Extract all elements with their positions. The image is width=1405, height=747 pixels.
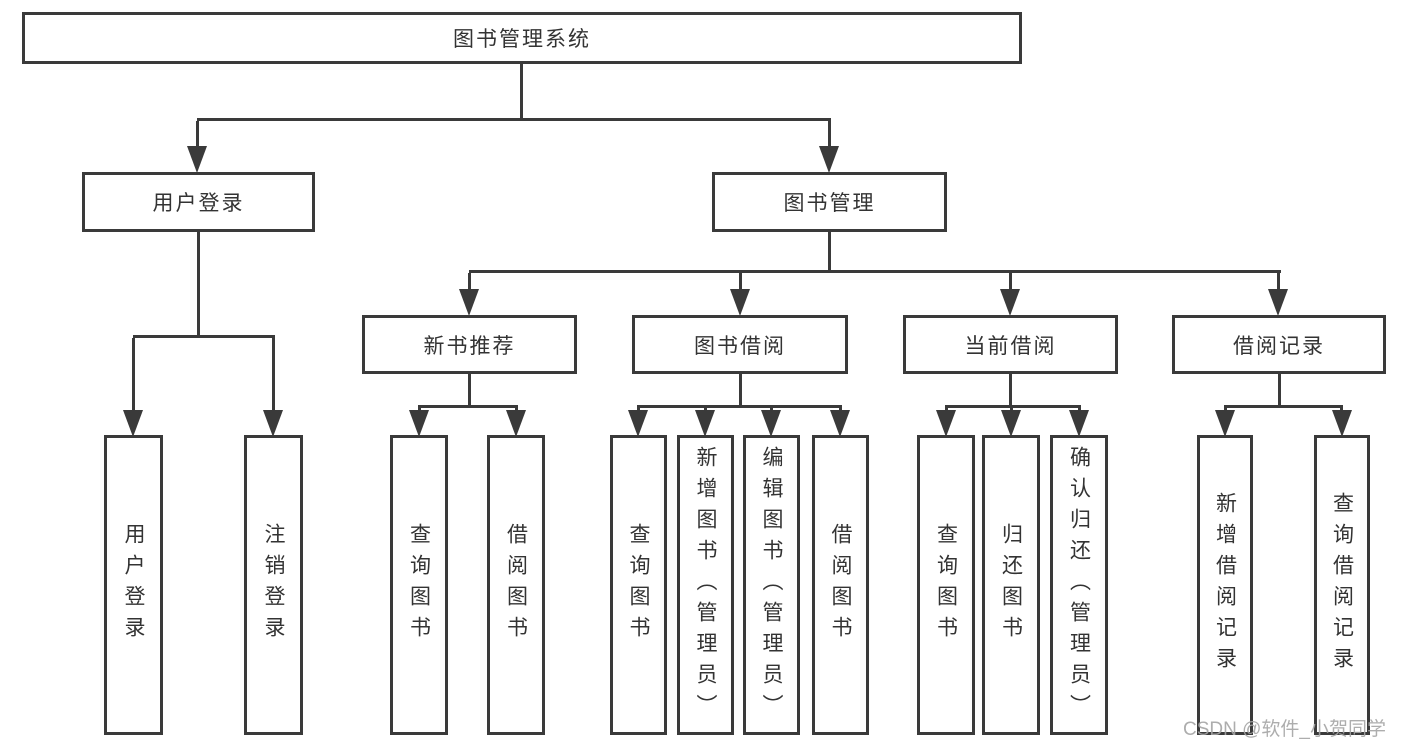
connector-vline	[1009, 374, 1012, 408]
connector-vline	[1340, 405, 1343, 413]
arrow-down-icon	[936, 410, 956, 437]
leaf-label: 借阅图书	[829, 523, 852, 647]
arrow-down-icon	[830, 410, 850, 437]
node-borrowing-records-label: 借阅记录	[1233, 334, 1325, 358]
node-book-management: 图书管理	[712, 172, 947, 232]
arrow-down-icon	[1215, 410, 1235, 437]
leaf-query-books-2: 查询图书	[610, 435, 667, 735]
connector-vline	[945, 405, 948, 413]
connector-vline	[1277, 273, 1280, 291]
node-root: 图书管理系统	[22, 12, 1022, 64]
connector-vline	[520, 64, 523, 121]
leaf-label: 注销登录	[262, 523, 285, 647]
csdn-watermark: CSDN @软件_小贺同学	[1183, 719, 1386, 740]
leaf-logout: 注销登录	[244, 435, 303, 735]
leaf-query-books-3: 查询图书	[917, 435, 975, 735]
arrow-down-icon	[1000, 289, 1020, 316]
connector-vline	[468, 273, 471, 291]
node-current-borrowing: 当前借阅	[903, 315, 1118, 374]
connector-vline	[704, 405, 707, 413]
node-new-book-recommend-label: 新书推荐	[423, 334, 516, 358]
connector-vline	[1278, 374, 1281, 408]
connector-hline	[1224, 405, 1343, 408]
leaf-label: 新增图书（管理员）	[694, 445, 717, 725]
connector-hline	[133, 335, 275, 338]
leaf-query-borrow-record: 查询借阅记录	[1314, 435, 1370, 735]
leaf-label: 确认归还（管理员）	[1067, 445, 1091, 725]
arrow-down-icon	[730, 289, 750, 316]
leaf-add-borrow-record: 新增借阅记录	[1197, 435, 1253, 735]
node-borrowing-records: 借阅记录	[1172, 315, 1386, 374]
leaf-add-book-admin: 新增图书（管理员）	[677, 435, 734, 735]
leaf-confirm-return-admin: 确认归还（管理员）	[1050, 435, 1108, 735]
connector-vline	[770, 405, 773, 413]
leaf-label: 借阅图书	[504, 523, 528, 647]
arrow-down-icon	[628, 410, 648, 437]
arrow-down-icon	[187, 146, 207, 173]
connector-vline	[196, 121, 199, 148]
connector-vline	[272, 338, 275, 412]
node-new-book-recommend: 新书推荐	[362, 315, 577, 374]
connector-vline	[828, 232, 831, 273]
connector-hline	[197, 118, 831, 121]
node-book-borrowing-label: 图书借阅	[694, 334, 786, 358]
node-book-management-label: 图书管理	[783, 192, 876, 215]
leaf-label: 用户登录	[122, 523, 145, 647]
node-root-label: 图书管理系统	[453, 28, 591, 51]
leaf-edit-book-admin: 编辑图书（管理员）	[743, 435, 800, 735]
arrow-down-icon	[263, 410, 283, 437]
connector-hline	[945, 405, 1081, 408]
connector-vline	[839, 405, 842, 413]
connector-vline	[1078, 405, 1081, 413]
connector-vline	[197, 232, 200, 338]
connector-vline	[418, 405, 421, 413]
connector-hline	[637, 405, 842, 408]
arrow-down-icon	[819, 146, 839, 173]
arrow-down-icon	[123, 410, 143, 437]
leaf-query-books-1: 查询图书	[390, 435, 448, 735]
arrow-down-icon	[761, 410, 781, 437]
node-current-borrowing-label: 当前借阅	[964, 334, 1057, 358]
connector-vline	[739, 273, 742, 291]
arrow-down-icon	[695, 410, 715, 437]
connector-vline	[637, 405, 640, 413]
leaf-borrow-books-1: 借阅图书	[487, 435, 545, 735]
connector-vline	[1009, 273, 1012, 291]
leaf-label: 查询图书	[627, 523, 650, 647]
leaf-label: 归还图书	[999, 523, 1023, 647]
connector-vline	[515, 405, 518, 413]
connector-vline	[1010, 405, 1013, 413]
node-user-login: 用户登录	[82, 172, 315, 232]
node-book-borrowing: 图书借阅	[632, 315, 848, 374]
node-user-login-label: 用户登录	[152, 192, 245, 215]
leaf-label: 编辑图书（管理员）	[760, 445, 783, 725]
arrow-down-icon	[1268, 289, 1288, 316]
arrow-down-icon	[1332, 410, 1352, 437]
leaf-user-login: 用户登录	[104, 435, 163, 735]
connector-hline	[418, 405, 518, 408]
leaf-borrow-books-2: 借阅图书	[812, 435, 869, 735]
connector-vline	[132, 338, 135, 412]
connector-vline	[468, 374, 471, 408]
arrow-down-icon	[409, 410, 429, 437]
leaf-label: 新增借阅记录	[1213, 492, 1237, 678]
arrow-down-icon	[1069, 410, 1089, 437]
connector-vline	[739, 374, 742, 408]
leaf-return-books: 归还图书	[982, 435, 1040, 735]
connector-hline	[469, 270, 1281, 273]
connector-vline	[1224, 405, 1227, 413]
leaf-label: 查询图书	[407, 523, 431, 647]
arrow-down-icon	[1001, 410, 1021, 437]
arrow-down-icon	[506, 410, 526, 437]
connector-vline	[828, 121, 831, 148]
arrow-down-icon	[459, 289, 479, 316]
leaf-label: 查询借阅记录	[1330, 492, 1354, 678]
leaf-label: 查询图书	[934, 523, 958, 647]
